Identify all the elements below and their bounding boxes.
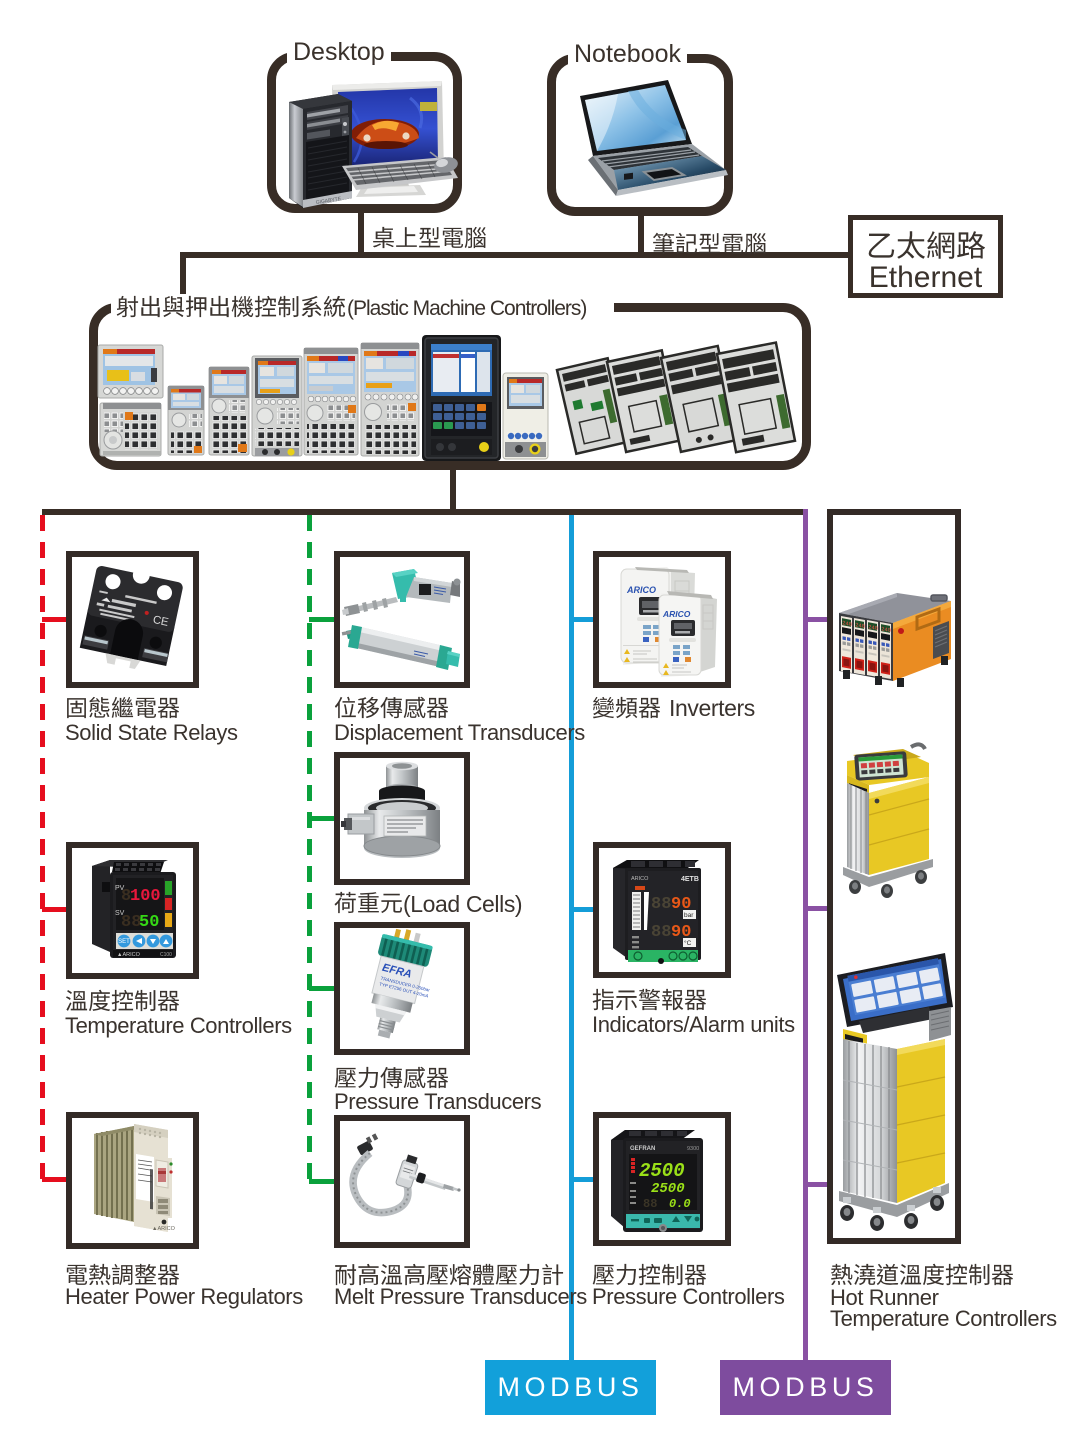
svg-text:240: 240: [842, 619, 852, 628]
svg-text:GEFRAN: GEFRAN: [630, 1146, 655, 1152]
svg-text:▲ARICO: ▲ARICO: [152, 1226, 176, 1232]
svg-text:°C: °C: [684, 939, 692, 947]
svg-text:bar: bar: [684, 912, 694, 919]
svg-text:ARICO: ARICO: [662, 609, 691, 619]
svg-text:0.0: 0.0: [669, 1197, 691, 1211]
svg-text:90: 90: [671, 895, 691, 914]
svg-text:GIGABYTE: GIGABYTE: [315, 196, 342, 206]
svg-text:2500: 2500: [651, 1181, 685, 1197]
svg-text:100: 100: [130, 887, 161, 906]
svg-text:9300: 9300: [687, 1146, 699, 1152]
svg-text:C100: C100: [160, 952, 172, 958]
svg-text:▲ARICO: ▲ARICO: [117, 952, 141, 958]
svg-text:SV: SV: [115, 910, 125, 917]
svg-text:88: 88: [651, 923, 671, 942]
svg-text:8: 8: [121, 887, 131, 906]
svg-text:88: 88: [121, 913, 141, 932]
svg-text:88: 88: [651, 895, 671, 914]
svg-text:88: 88: [643, 1197, 657, 1211]
svg-text:50: 50: [139, 913, 159, 932]
svg-text:240: 240: [881, 625, 891, 634]
svg-text:PV: PV: [115, 885, 125, 892]
svg-text:240: 240: [855, 621, 865, 630]
svg-text:90: 90: [671, 923, 691, 942]
svg-text:SET: SET: [118, 939, 130, 945]
svg-text:2500: 2500: [639, 1160, 685, 1182]
svg-text:4ETB: 4ETB: [681, 876, 699, 883]
svg-text:CE: CE: [152, 614, 170, 629]
svg-text:ARICO: ARICO: [626, 585, 656, 595]
svg-text:ARICO: ARICO: [631, 876, 649, 882]
svg-text:240: 240: [868, 623, 878, 632]
